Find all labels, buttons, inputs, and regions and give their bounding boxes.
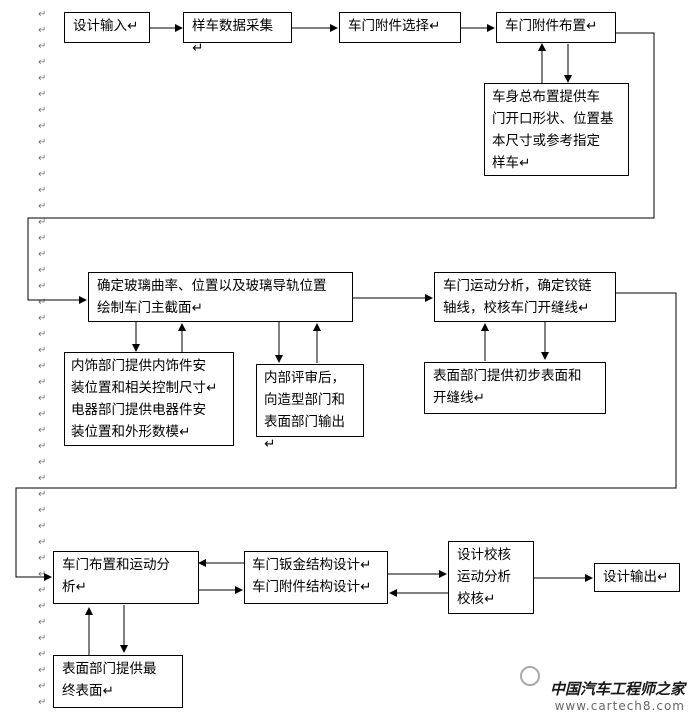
sample-data-box: 样车数据采集↵ — [183, 12, 292, 56]
paragraph-mark: ↵ — [38, 41, 47, 52]
surface-final-label: 表面部门提供最 终表面↵ — [62, 661, 157, 699]
motion-analysis-label: 车门运动分析，确定铰链 轴线，校核车门开缝线↵ — [443, 278, 592, 316]
body-layout-label: 车身总布置提供车 门开口形状、位置基 本尺寸或参考指定 样车↵ — [492, 89, 614, 171]
paragraph-mark: ↵ — [38, 473, 47, 484]
motion-analysis-box: 车门运动分析，确定铰链 轴线，校核车门开缝线↵ — [434, 272, 616, 322]
paragraph-mark: ↵ — [38, 409, 47, 420]
paragraph-mark: ↵ — [38, 441, 47, 452]
line-layout-to-glass — [27, 32, 655, 304]
paragraph-mark: ↵ — [38, 137, 47, 148]
design-check-label: 设计校核 运动分析 校核↵ — [457, 547, 511, 607]
paragraph-marks-column: ↵ ↵ ↵ ↵ ↵ ↵ ↵ ↵ ↵ ↵ ↵ ↵ ↵ ↵ ↵ ↵ ↵ ↵ ↵ ↵ ↵ ↵ ↵ ↵ ↵ ↵ ↵ ↵ ↵ ↵ ↵ ↵ ↵ ↵ ↵ ↵ ↵ ↵ ↵ ↵… — [38, 0, 50, 717]
accessory-select-label: 车门附件选择↵ — [348, 18, 441, 34]
glass-section-box: 确定玻璃曲率、位置以及玻璃导轨位置 绘制车门主截面↵ — [88, 272, 353, 322]
sheetmetal-design-box: 车门钣金结构设计↵ 车门附件结构设计↵ — [244, 551, 388, 604]
paragraph-mark: ↵ — [38, 585, 47, 596]
paragraph-mark: ↵ — [38, 105, 47, 116]
paragraph-mark: ↵ — [38, 121, 47, 132]
paragraph-mark: ↵ — [38, 265, 47, 276]
paragraph-mark: ↵ — [38, 521, 47, 532]
paragraph-mark: ↵ — [38, 57, 47, 68]
surface-initial-label: 表面部门提供初步表面和 开缝线↵ — [433, 368, 582, 406]
design-check-box: 设计校核 运动分析 校核↵ — [448, 541, 534, 614]
paragraph-mark: ↵ — [38, 537, 47, 548]
paragraph-mark: ↵ — [38, 9, 47, 20]
paragraph-mark: ↵ — [38, 281, 47, 292]
paragraph-mark: ↵ — [38, 505, 47, 516]
internal-review-box: 内部评审后， 向造型部门和 表面部门输出↵ — [256, 364, 364, 452]
paragraph-mark: ↵ — [38, 457, 47, 468]
paragraph-mark: ↵ — [38, 185, 47, 196]
paragraph-mark: ↵ — [38, 697, 47, 708]
paragraph-mark: ↵ — [38, 377, 47, 388]
paragraph-mark: ↵ — [38, 169, 47, 180]
accessory-layout-box: 车门附件布置↵ — [496, 12, 616, 43]
paragraph-mark: ↵ — [38, 489, 47, 500]
watermark-logo-icon — [520, 666, 540, 686]
body-layout-box: 车身总布置提供车 门开口形状、位置基 本尺寸或参考指定 样车↵ — [484, 83, 629, 176]
glass-section-label: 确定玻璃曲率、位置以及玻璃导轨位置 绘制车门主截面↵ — [97, 278, 327, 316]
accessory-layout-label: 车门附件布置↵ — [505, 18, 598, 34]
door-layout-motion-label: 车门布置和运动分 析↵ — [62, 557, 170, 595]
paragraph-mark: ↵ — [38, 153, 47, 164]
paragraph-mark: ↵ — [38, 201, 47, 212]
watermark-url: www.cartech8.com — [554, 699, 685, 713]
design-input-box: 设计输入↵ — [64, 12, 150, 43]
paragraph-mark: ↵ — [38, 89, 47, 100]
paragraph-mark: ↵ — [38, 601, 47, 612]
paragraph-mark: ↵ — [38, 649, 47, 660]
paragraph-mark: ↵ — [38, 361, 47, 372]
paragraph-mark: ↵ — [38, 329, 47, 340]
paragraph-mark: ↵ — [38, 425, 47, 436]
surface-initial-box: 表面部门提供初步表面和 开缝线↵ — [424, 362, 606, 414]
paragraph-mark: ↵ — [38, 569, 47, 580]
paragraph-mark: ↵ — [38, 25, 47, 36]
interior-electrical-dept-label: 内饰部门提供内饰件安 装位置和相关控制尺寸↵ 电器部门提供电器件安 装位置和外形… — [71, 358, 218, 440]
paragraph-mark: ↵ — [38, 73, 47, 84]
interior-electrical-dept-box: 内饰部门提供内饰件安 装位置和相关控制尺寸↵ 电器部门提供电器件安 装位置和外形… — [64, 352, 234, 446]
internal-review-label: 内部评审后， 向造型部门和 表面部门输出↵ — [264, 370, 345, 452]
design-input-label: 设计输入↵ — [73, 18, 139, 34]
line-motion-to-door-layout — [15, 292, 677, 581]
sample-data-label: 样车数据采集↵ — [192, 18, 273, 56]
door-layout-motion-box: 车门布置和运动分 析↵ — [53, 551, 199, 604]
paragraph-mark: ↵ — [38, 553, 47, 564]
paragraph-mark: ↵ — [38, 249, 47, 260]
watermark: 中国汽车工程师之家 www.cartech8.com — [550, 678, 685, 713]
paragraph-mark: ↵ — [38, 617, 47, 628]
sheetmetal-design-label: 车门钣金结构设计↵ 车门附件结构设计↵ — [252, 557, 372, 595]
accessory-select-box: 车门附件选择↵ — [339, 12, 461, 43]
paragraph-mark: ↵ — [38, 313, 47, 324]
design-output-box: 设计输出↵ — [594, 563, 680, 592]
paragraph-mark: ↵ — [38, 665, 47, 676]
paragraph-mark: ↵ — [38, 393, 47, 404]
surface-final-box: 表面部门提供最 终表面↵ — [53, 655, 183, 708]
paragraph-mark: ↵ — [38, 345, 47, 356]
paragraph-mark: ↵ — [38, 681, 47, 692]
watermark-title: 中国汽车工程师之家 — [549, 680, 685, 698]
paragraph-mark: ↵ — [38, 233, 47, 244]
paragraph-mark: ↵ — [38, 217, 47, 228]
paragraph-mark: ↵ — [38, 633, 47, 644]
paragraph-mark: ↵ — [38, 297, 47, 308]
design-output-label: 设计输出↵ — [603, 569, 669, 585]
